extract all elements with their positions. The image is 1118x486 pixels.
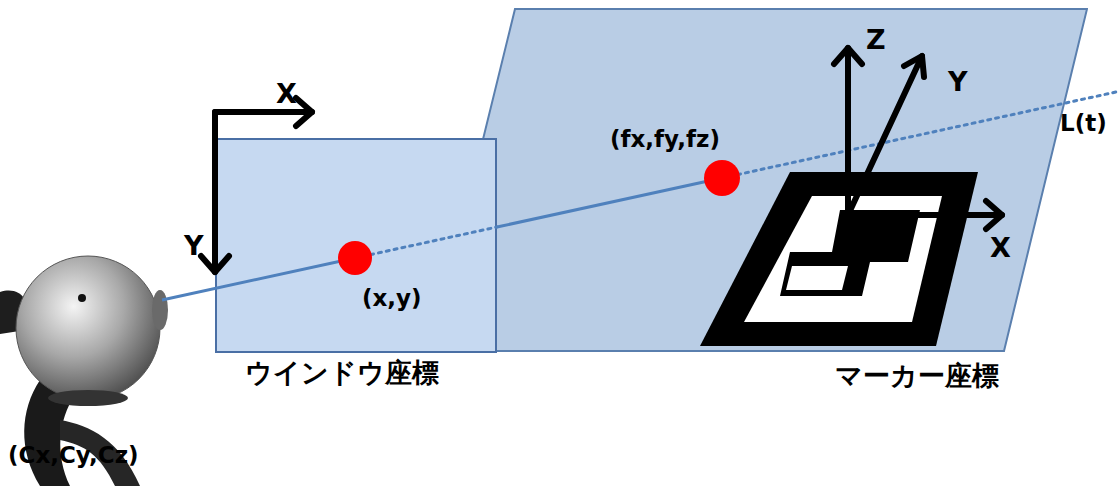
plane-title: マーカー座標 <box>835 360 999 392</box>
axis-label: X <box>990 232 1011 264</box>
axis-label: Z <box>866 24 886 56</box>
axis-label: Y <box>948 66 968 98</box>
plane-title: ウインドウ座標 <box>245 357 439 389</box>
window-point <box>338 241 372 275</box>
point-label: (Cx,Cy,Cz) <box>8 442 139 470</box>
marker-axes <box>834 48 1002 229</box>
webcam <box>0 256 168 486</box>
point-label: (x,y) <box>362 285 422 313</box>
window-axes <box>201 98 312 272</box>
ar-marker <box>700 172 978 346</box>
point-label: (fx,fy,fz) <box>610 126 720 154</box>
marker-point <box>704 160 740 196</box>
line-label: L(t) <box>1060 110 1107 138</box>
axis-label: Y <box>184 230 204 262</box>
view-ray <box>162 92 1116 300</box>
axis-label: X <box>276 78 297 110</box>
